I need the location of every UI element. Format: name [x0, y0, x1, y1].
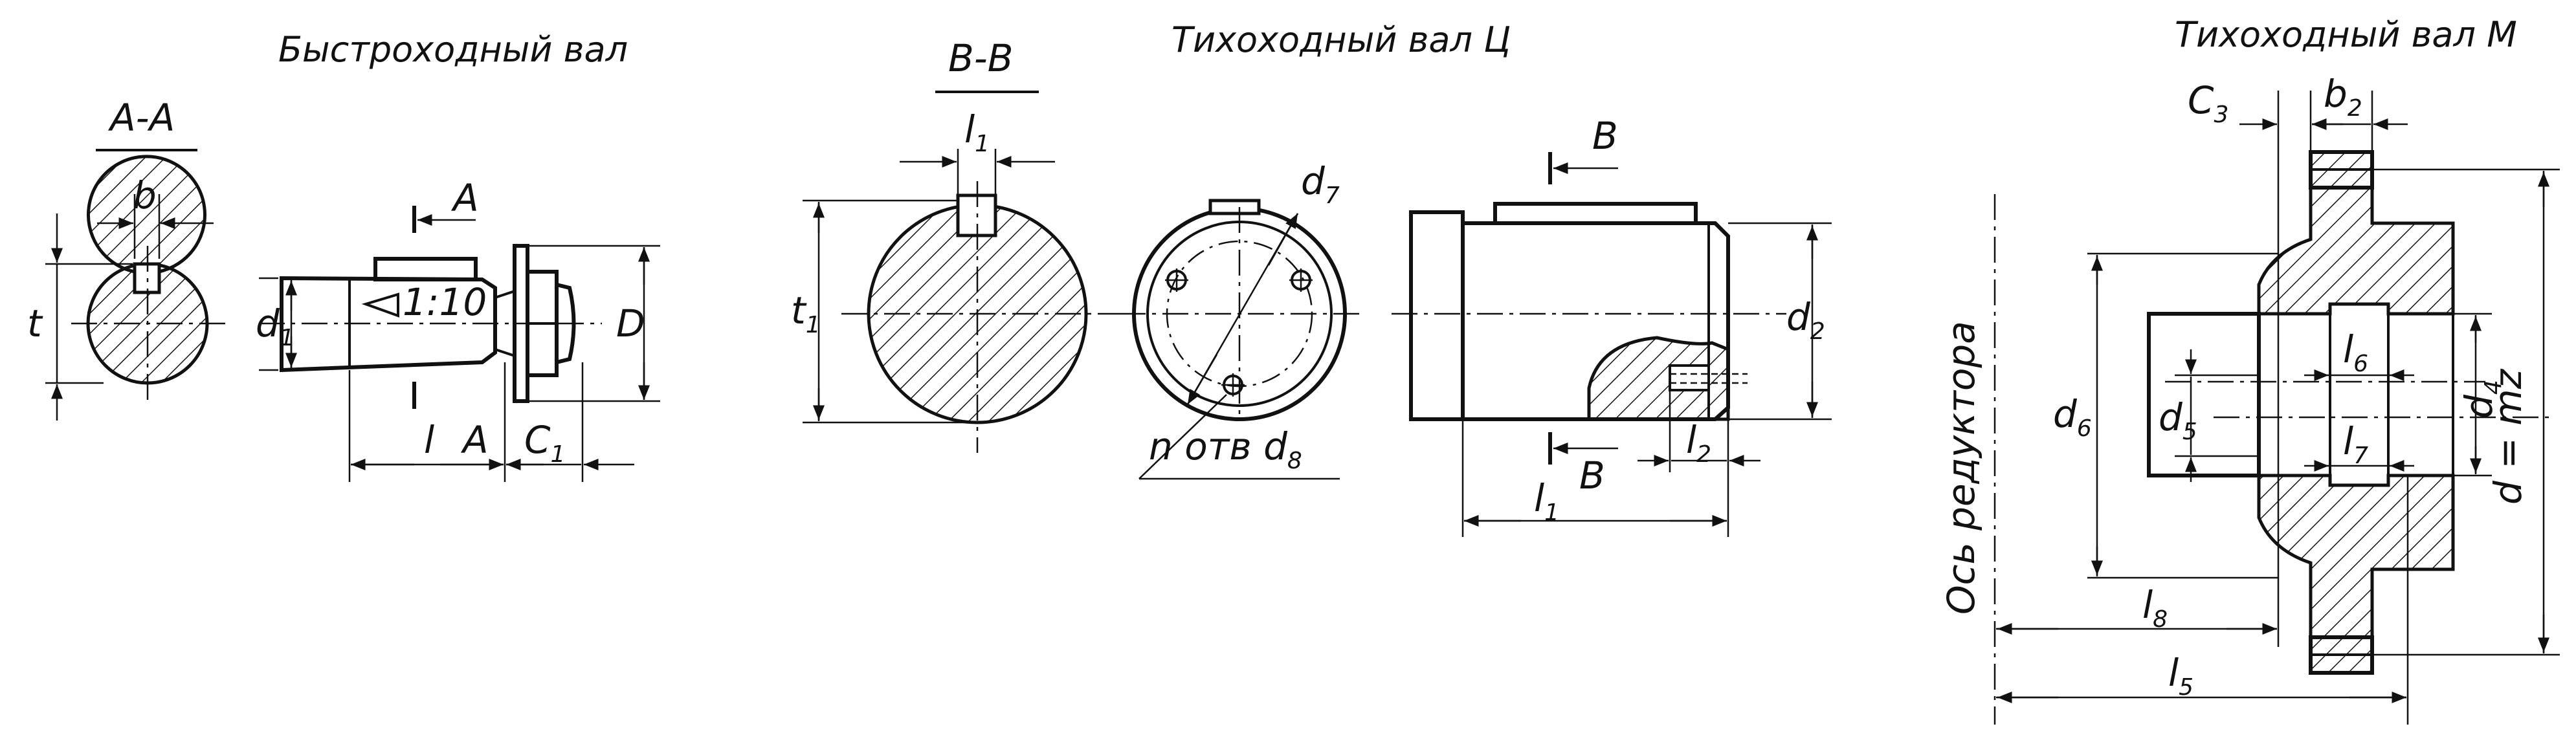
dim-l7: l7	[2343, 419, 2368, 469]
taper-label: 1:10	[403, 280, 487, 324]
slow-shaft-m-view: C3 b2 d = mz d4 d6 d5 l6	[1939, 72, 2560, 725]
dim-d6: d6	[2053, 392, 2092, 442]
dim-d7: d7	[1301, 159, 1340, 209]
section-bb: В-В l1 t1	[791, 36, 1120, 453]
dim-d1: d1	[256, 301, 294, 351]
dim-l6: l6	[2343, 327, 2368, 377]
dim-d4: d4	[2457, 380, 2507, 419]
dim-l1-view: l1	[1534, 476, 1559, 526]
dim-t: t	[27, 301, 43, 345]
dim-b2: b2	[2324, 72, 2362, 122]
dim-l1-section: l1	[964, 107, 990, 157]
slow-shaft-c-view: В В d2 l2 l1	[1392, 114, 1832, 537]
flange-end-view: d7 n отв d8	[1120, 159, 1362, 480]
section-mark-a-top: А	[450, 176, 479, 220]
dim-d-mz: d = mz	[2486, 368, 2530, 505]
fast-shaft-view: 1:10 А А d1 D	[256, 176, 660, 482]
section-mark-b-bottom: В	[1579, 454, 1605, 498]
dim-l2: l2	[1686, 418, 1711, 468]
reducer-axis-label: Ось редуктора	[1939, 321, 1983, 615]
dim-C3: C3	[2188, 78, 2228, 128]
dim-l5: l5	[2168, 651, 2193, 701]
section-mark-a-bottom: А	[460, 418, 489, 462]
dim-D: D	[616, 301, 645, 345]
section-bb-label: В-В	[948, 36, 1014, 80]
dim-b: b	[133, 173, 157, 217]
holes-label: n отв d8	[1149, 424, 1302, 474]
dim-l8: l8	[2142, 583, 2168, 633]
title-slow-shaft-c: Тихоходный вал Ц	[1171, 19, 1511, 60]
title-fast-shaft: Быстроходный вал	[278, 29, 628, 70]
dim-l: l	[424, 418, 434, 462]
dim-d2: d2	[1786, 295, 1825, 345]
dim-C1: C1	[524, 418, 565, 468]
dim-t1: t1	[791, 289, 821, 338]
dim-d5: d5	[2159, 395, 2197, 445]
section-aa-label: А-А	[107, 96, 175, 140]
section-aa: А-А b t	[27, 96, 227, 421]
section-mark-b-top: В	[1592, 114, 1618, 158]
title-slow-shaft-m: Тихоходный вал М	[2175, 14, 2517, 55]
